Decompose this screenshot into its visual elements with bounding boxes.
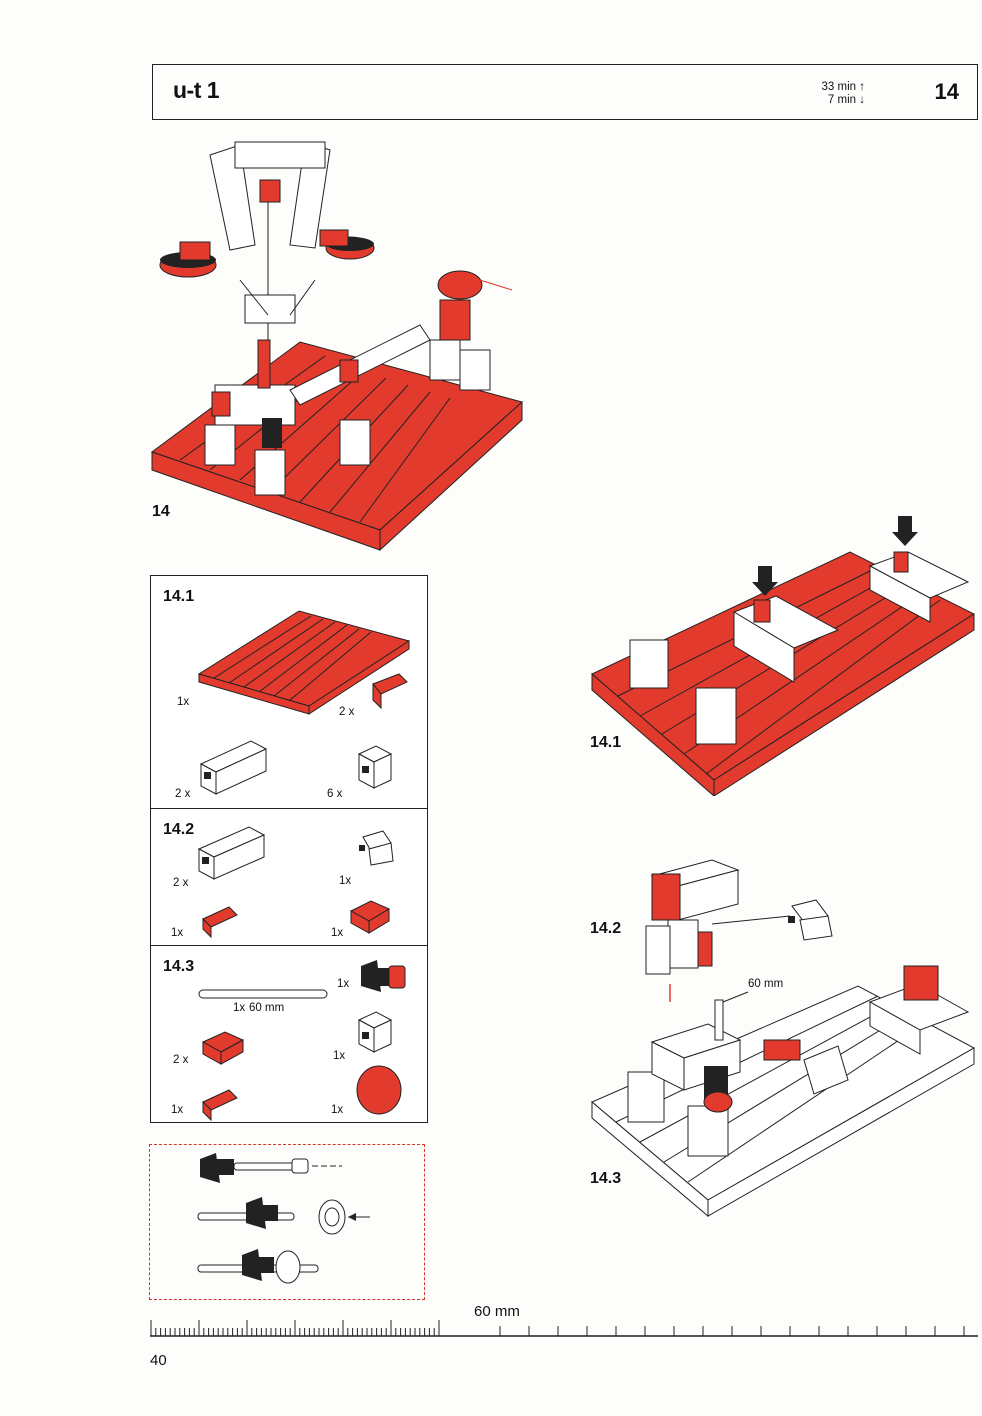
step-14-2-illustration [645,859,833,1002]
qty-gear: 1x [331,1104,344,1116]
parts-section-14-2: 14.2 2 x 1x 1x 1x [151,809,427,946]
red-block [893,551,909,573]
hinge-support [667,919,699,969]
step-14-3-illustration [591,965,976,1218]
qty-long-block: 2 x [175,788,191,800]
red-square [651,873,681,921]
qty-red-square: 2 x [173,1054,189,1066]
white-block [695,687,737,745]
axle-part [198,989,328,999]
white-block [629,639,669,689]
qty-red-block: 2 x [339,706,355,718]
measuring-ruler [150,1320,978,1337]
ruler-label: 60 mm [474,1303,520,1320]
qty-axle: 1x [233,1002,246,1014]
time-up: 33 min ↑ [821,81,865,93]
qty-base-plate: 1x [177,696,190,708]
red-square [763,1039,801,1061]
axle [714,999,724,1041]
model-title: u-t 1 [173,77,220,103]
qty-small-block: 6 x [327,788,343,800]
parts-list: 14.1 1x 2 x 2 x 6 x 14.2 [150,575,428,1123]
build-time: 33 min ↑ 7 min ↓ [822,81,865,107]
qty-hinge: 1x [339,875,352,887]
parts-section-label: 14.3 [163,958,195,975]
parts-section-label: 14.1 [163,588,195,605]
page-number: 40 [150,1352,167,1369]
qty-long-block: 2 x [173,877,189,889]
main-figure-label: 14 [152,503,170,520]
step-number: 14 [934,79,959,104]
axle-length: 60 mm [249,1002,285,1014]
qty-red-square: 1x [331,927,344,939]
parts-section-label: 14.2 [163,821,195,838]
qty-bevel-gear: 1x [337,978,350,990]
down-arrow-icon [892,516,918,546]
red-square [903,965,939,1001]
step-header: u-t 1 33 min ↑ 7 min ↓ 14 [152,64,978,120]
step-label-14-2: 14.2 [590,920,622,937]
red-block [753,599,771,623]
bevel-gear-part [361,960,381,992]
qty-red-block: 1x [171,1104,184,1116]
time-down: 7 min ↓ [827,94,865,106]
gear [703,1091,733,1113]
parts-section-14-1: 14.1 1x 2 x 2 x 6 x [151,576,427,809]
axle-dimension-label: 60 mm [748,978,784,990]
axle-assembly-hint [149,1144,425,1300]
gear-part [356,1065,402,1115]
step-label-14-3: 14.3 [590,1170,622,1187]
parts-section-14-3: 14.3 1x 60 mm 1x 2 x 1x 1x 1x [151,946,427,1122]
qty-small-block: 1x [333,1050,346,1062]
red-block [697,931,713,967]
down-arrow-icon [752,566,778,596]
step-label-14-1: 14.1 [590,734,622,751]
qty-red-block: 1x [171,927,184,939]
step-14-1-illustration [591,516,976,796]
complete-model-illustration [150,141,524,552]
